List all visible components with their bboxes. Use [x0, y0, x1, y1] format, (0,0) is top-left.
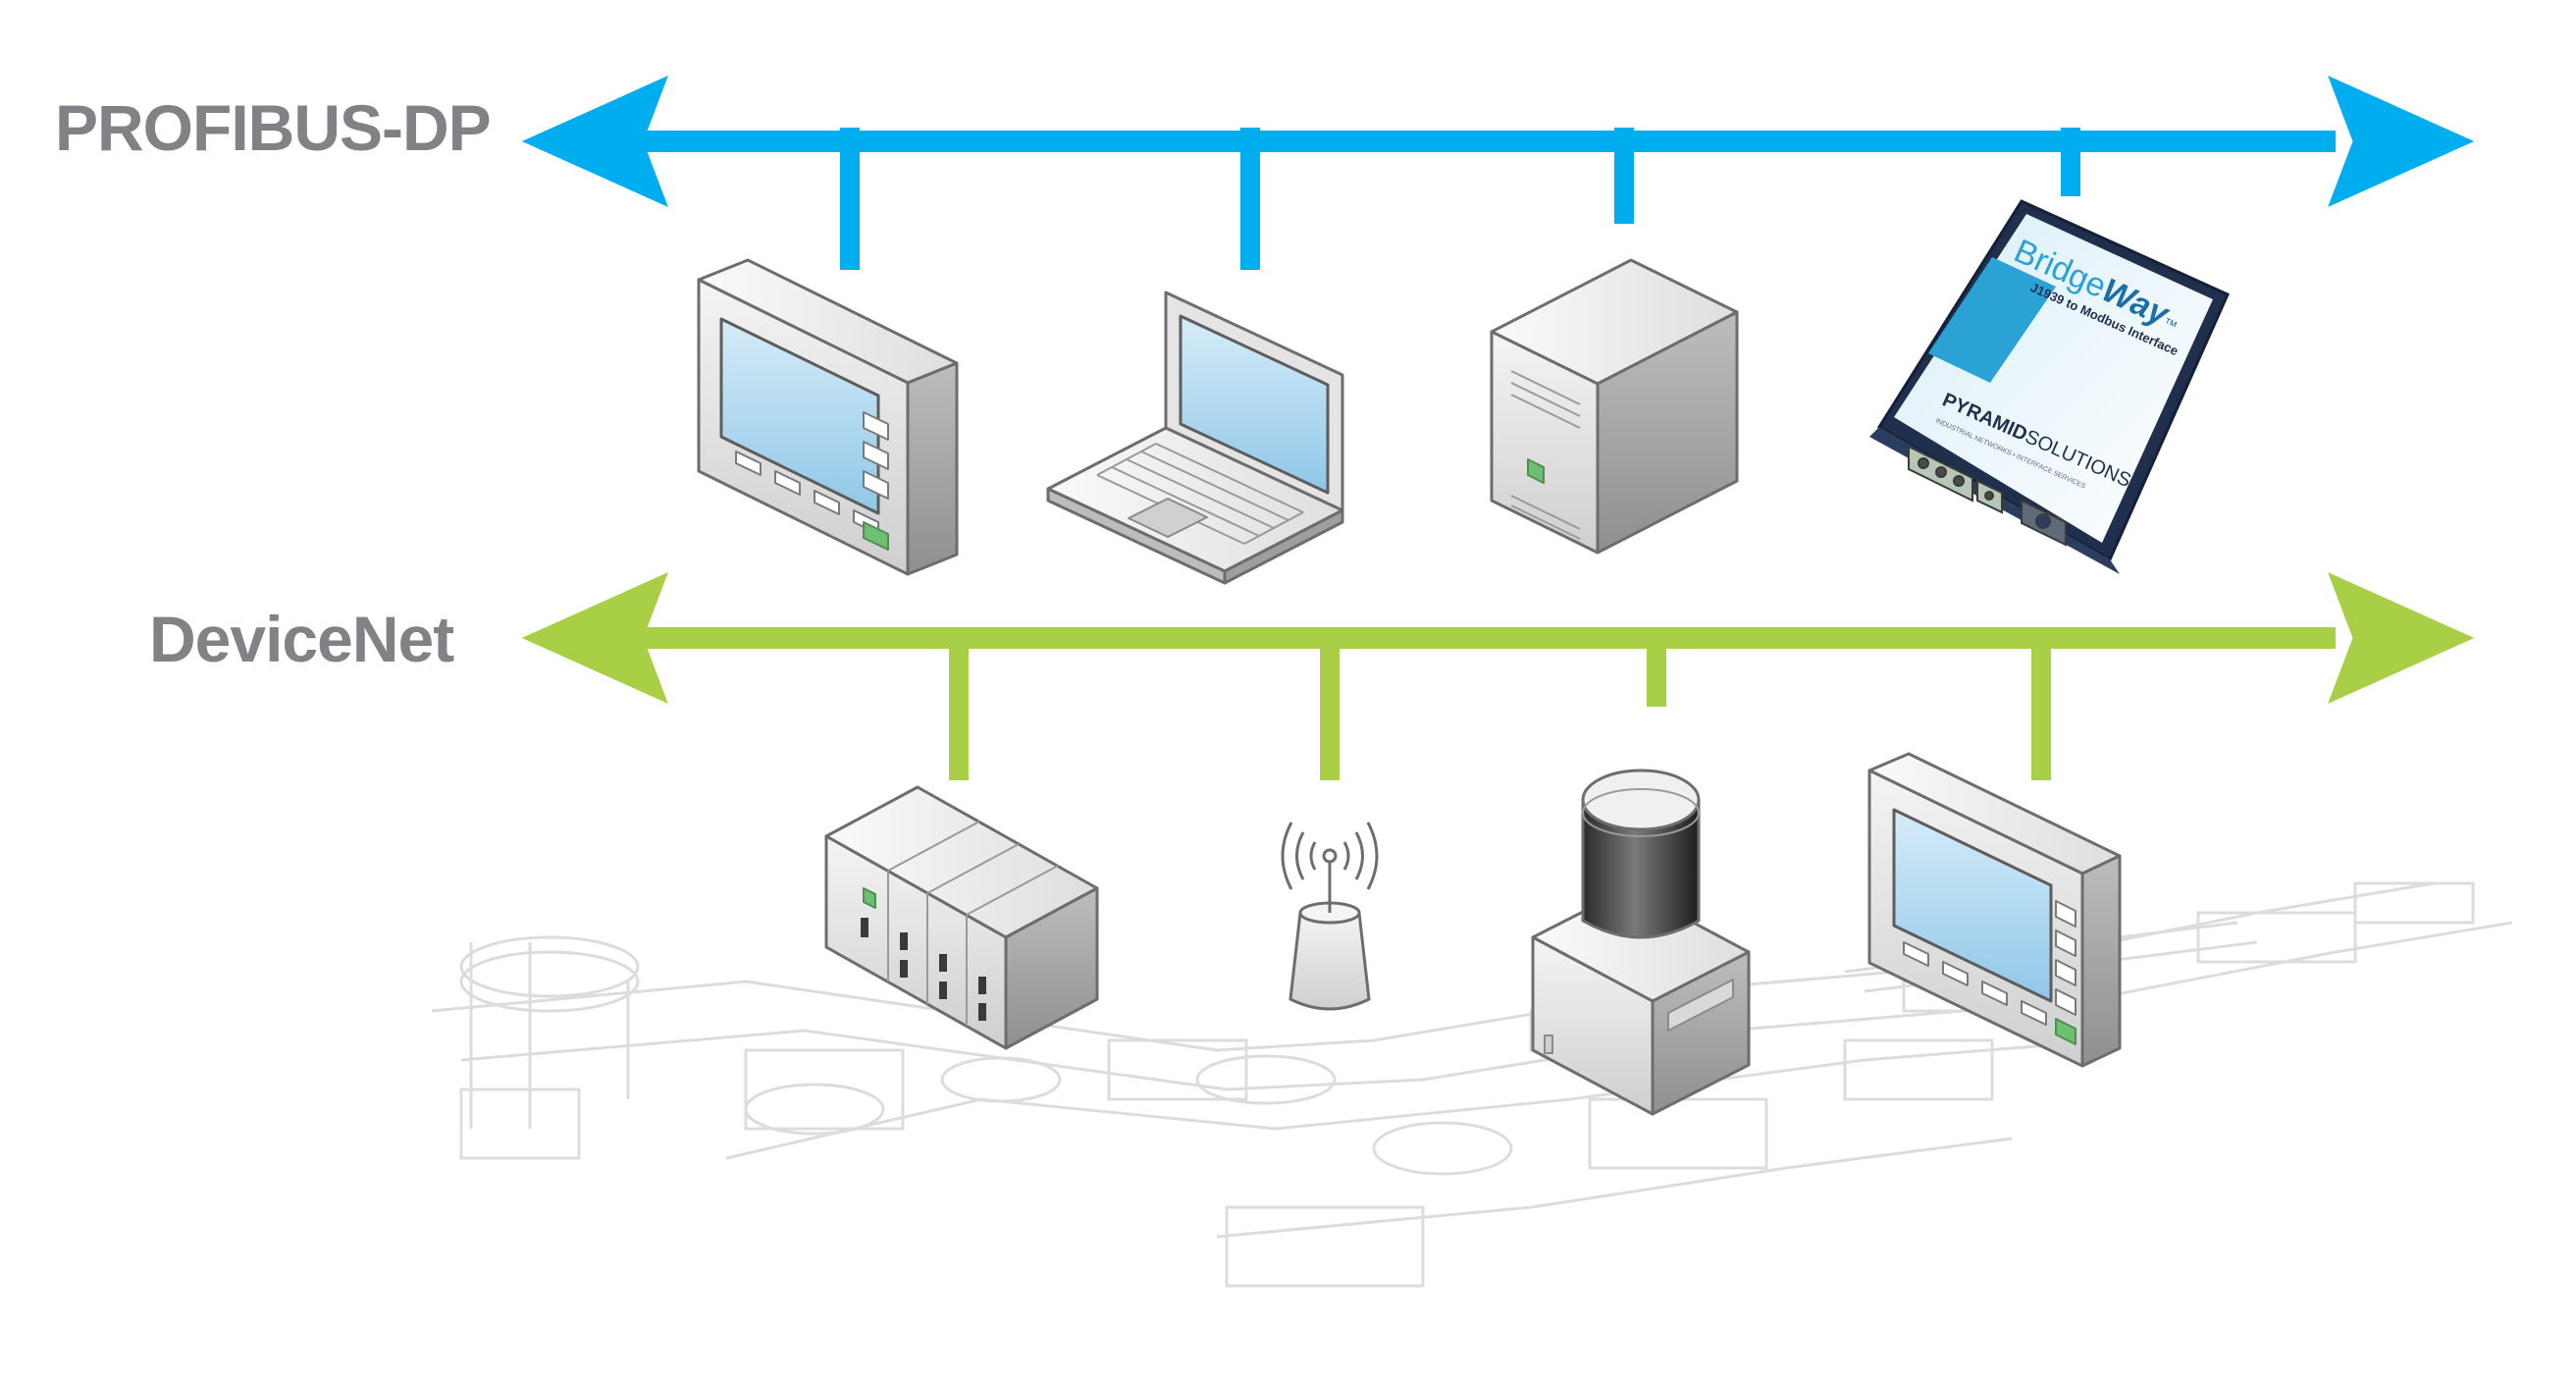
devicenet-right-arrowhead	[2328, 572, 2475, 704]
profibus-right-arrowhead	[2328, 76, 2475, 207]
wireless-signal-icon	[1281, 822, 1379, 890]
devicenet-label: DeviceNet	[149, 603, 454, 675]
devicenet-bus	[521, 572, 2475, 780]
devicenet-left-arrowhead	[521, 572, 668, 704]
gateway-terminal-blocks	[1908, 445, 2067, 547]
hmi-panel-icon	[697, 258, 959, 576]
profibus-bus	[521, 76, 2475, 270]
process-sensor-icon	[1531, 769, 1751, 1116]
wireless-sensor-icon	[1281, 822, 1379, 1011]
devicenet-drops	[949, 638, 2051, 780]
bridgeway-gateway-icon: BridgeWay™ J1939 to Modbus Interface PYR…	[1869, 199, 2230, 574]
profibus-dp-label: PROFIBUS-DP	[55, 91, 492, 164]
server-tower-icon	[1490, 258, 1739, 555]
laptop-icon	[1046, 291, 1344, 585]
io-rack-icon	[824, 785, 1099, 1050]
factory-background-illustration	[431, 881, 2513, 1288]
profibus-left-arrowhead	[521, 76, 668, 207]
hmi-panel-icon-2	[1867, 752, 2122, 1068]
